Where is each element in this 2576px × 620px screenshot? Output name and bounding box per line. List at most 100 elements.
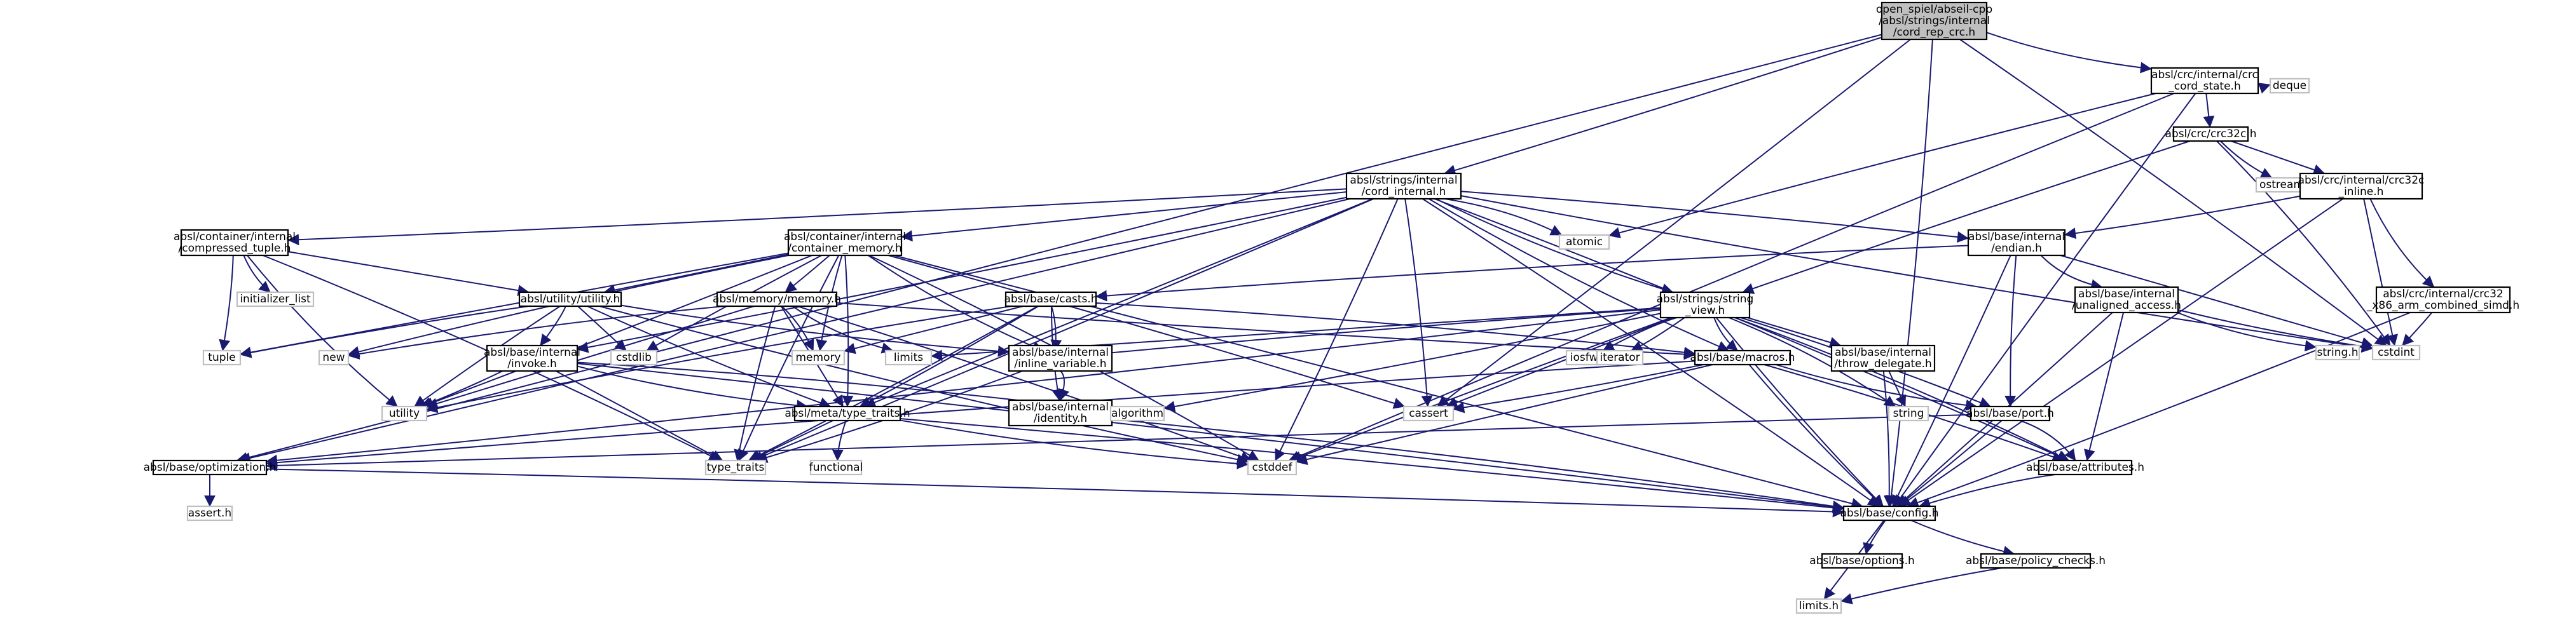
edge-port-to-optimization bbox=[266, 414, 1971, 471]
node-root[interactable]: open_spiel/abseil-cpp/absl/strings/inter… bbox=[1876, 1, 1992, 41]
node-label-line: absl/crc/internal/crc bbox=[2151, 69, 2258, 81]
edge-root-to-crc_cord_state bbox=[1986, 32, 2152, 74]
node-tuple: tuple bbox=[202, 349, 242, 366]
node-algorithm: algorithm bbox=[1109, 405, 1165, 422]
node-type-traits-h[interactable]: absl/meta/type_traits.h bbox=[784, 405, 910, 422]
node-string-view[interactable]: absl/strings/string_view.h bbox=[1657, 291, 1754, 319]
edge-crc_cord_state-to-crc32c bbox=[2203, 93, 2215, 128]
edge-utility_h-to-invoke bbox=[540, 306, 566, 346]
node-label-line: iterator bbox=[1600, 351, 1640, 364]
node-memory: memory bbox=[791, 349, 846, 366]
node-label-line: limits bbox=[894, 351, 923, 364]
edge-unaligned-to-string_h bbox=[2177, 312, 2317, 352]
node-box bbox=[716, 291, 838, 307]
node-box bbox=[2172, 126, 2249, 142]
edge-compressed_tuple-to-utility_h bbox=[287, 251, 530, 297]
node-label-line: /unaligned_access.h bbox=[2072, 299, 2181, 312]
node-memory-h[interactable]: absl/memory/memory.h bbox=[713, 291, 841, 307]
edge-endian-to-config bbox=[1892, 255, 2011, 507]
edge-container_memory-to-type_traits_h bbox=[842, 255, 854, 407]
node-macros[interactable]: absl/base/macros.h bbox=[1690, 349, 1795, 366]
edge-string_view-to-config bbox=[1715, 317, 1884, 507]
node-crc-cord-state[interactable]: absl/crc/internal/crc_cord_state.h bbox=[2150, 67, 2259, 95]
edge-cord_internal-to-cstddef bbox=[1275, 198, 1399, 461]
node-box bbox=[180, 229, 289, 257]
node-crc32-x86[interactable]: absl/crc/internal/crc32_x86_arm_combined… bbox=[2366, 286, 2519, 314]
edge-string_view-to-cassert bbox=[1446, 317, 1673, 408]
node-label-line: cstdlib bbox=[616, 351, 652, 364]
node-optimization[interactable]: absl/base/optimization.h bbox=[144, 459, 277, 476]
edge-crc_cord_state-to-deque bbox=[2257, 83, 2271, 94]
node-label-line: absl/base/internal bbox=[1012, 346, 1109, 359]
node-config[interactable]: absl/base/config.h bbox=[1840, 505, 1939, 522]
edge-cord_internal-to-string_view bbox=[1435, 198, 1674, 295]
node-invoke[interactable]: absl/base/internal/invoke.h bbox=[484, 344, 580, 372]
node-limits-h: limits.h bbox=[1795, 598, 1842, 614]
node-label-line: _x86_arm_combined_simd.h bbox=[2366, 299, 2519, 312]
node-crc32c-inline[interactable]: absl/crc/internal/crc32c_inline.h bbox=[2298, 172, 2425, 200]
edge-container_memory-to-cstring bbox=[868, 255, 1044, 352]
edge-invoke-to-type_traits_h bbox=[577, 365, 809, 412]
edge-string_view-to-cstddef bbox=[1290, 317, 1672, 462]
node-box bbox=[1596, 349, 1644, 366]
edge-memory_h-to-utility bbox=[426, 306, 755, 409]
edge-optimization-to-config bbox=[266, 468, 1844, 518]
node-label-line: limits.h bbox=[1799, 600, 1839, 612]
node-label-line: algorithm bbox=[1111, 407, 1163, 420]
node-policy-checks[interactable]: absl/base/policy_checks.h bbox=[1966, 553, 2106, 569]
node-ostream: ostream bbox=[2255, 177, 2308, 193]
edge-type_traits_h-to-type_traits bbox=[749, 420, 833, 461]
edge-cord_internal-to-type_traits bbox=[751, 198, 1374, 462]
node-cstdint: cstdint bbox=[2371, 344, 2421, 361]
node-label-line: deque bbox=[2273, 79, 2306, 92]
node-utility-h[interactable]: absl/utility/utility.h bbox=[518, 291, 622, 307]
node-label-line: /inline_variable.h bbox=[1014, 358, 1106, 370]
edge-string_view-to-string bbox=[1729, 317, 1896, 407]
node-box bbox=[152, 459, 268, 476]
node-label-line: absl/base/macros.h bbox=[1690, 351, 1795, 364]
edge-attributes-to-config bbox=[1919, 474, 2056, 509]
node-cord-internal[interactable]: absl/strings/internal/cord_internal.h bbox=[1345, 172, 1462, 200]
node-box bbox=[1694, 349, 1792, 366]
node-box bbox=[1887, 405, 1929, 422]
node-attributes[interactable]: absl/base/attributes.h bbox=[2026, 459, 2144, 476]
node-label-line: assert.h bbox=[188, 507, 231, 520]
node-label-line: new bbox=[322, 351, 345, 364]
node-options[interactable]: absl/base/options.h bbox=[1809, 553, 1915, 569]
node-compressed-tuple[interactable]: absl/container/internal/compressed_tuple… bbox=[174, 229, 296, 257]
edge-crc32c-to-crc32c_inline bbox=[2230, 140, 2326, 175]
node-throw-delegate[interactable]: absl/base/internal/throw_delegate.h bbox=[1830, 344, 1936, 372]
edge-string_view-to-algorithm bbox=[1163, 313, 1661, 412]
node-box bbox=[1008, 399, 1113, 427]
edge-endian-to-unaligned bbox=[2040, 255, 2103, 291]
node-label-line: absl/meta/type_traits.h bbox=[784, 407, 910, 420]
edge-root-to-optimization bbox=[236, 34, 1882, 464]
node-label-line: absl/crc/internal/crc32c bbox=[2298, 174, 2425, 187]
edge-crc32_x86-to-cstdint bbox=[2402, 312, 2432, 346]
edge-string_view-to-iosfwd bbox=[1602, 317, 1677, 351]
node-inline-variable[interactable]: absl/base/internal/inline_variable.h bbox=[1008, 344, 1113, 372]
node-box bbox=[1980, 553, 2092, 569]
node-endian[interactable]: absl/base/internal/endian.h bbox=[1967, 229, 2066, 257]
node-functional: functional bbox=[809, 459, 863, 476]
node-box bbox=[1345, 172, 1462, 200]
edge-crc32c_inline-to-cstdint bbox=[2363, 198, 2398, 346]
node-label-line: absl/base/internal bbox=[1012, 401, 1109, 414]
node-port[interactable]: absl/base/port.h bbox=[1966, 405, 2054, 422]
node-label-line: open_spiel/abseil-cpp bbox=[1876, 3, 1992, 16]
node-crc32c[interactable]: absl/crc/crc32c.h bbox=[2165, 126, 2257, 142]
node-container-memory[interactable]: absl/container/internal/container_memory… bbox=[784, 229, 906, 257]
node-unaligned[interactable]: absl/base/internal/unaligned_access.h bbox=[2072, 286, 2181, 314]
edge-container_memory-to-utility_h bbox=[603, 253, 789, 296]
node-casts[interactable]: absl/base/casts.h bbox=[1004, 291, 1098, 307]
node-cstdlib: cstdlib bbox=[610, 349, 658, 366]
edge-root-to-cord_internal bbox=[1444, 36, 1882, 176]
node-string: string bbox=[1887, 405, 1929, 422]
node-box bbox=[1830, 344, 1936, 372]
node-label-line: /absl/strings/internal bbox=[1879, 15, 1990, 27]
edge-string_view-to-throw_delegate bbox=[1747, 317, 1842, 348]
node-box bbox=[1402, 405, 1455, 422]
node-box bbox=[518, 291, 622, 307]
node-identity[interactable]: absl/base/internal/identity.h bbox=[1008, 399, 1113, 427]
